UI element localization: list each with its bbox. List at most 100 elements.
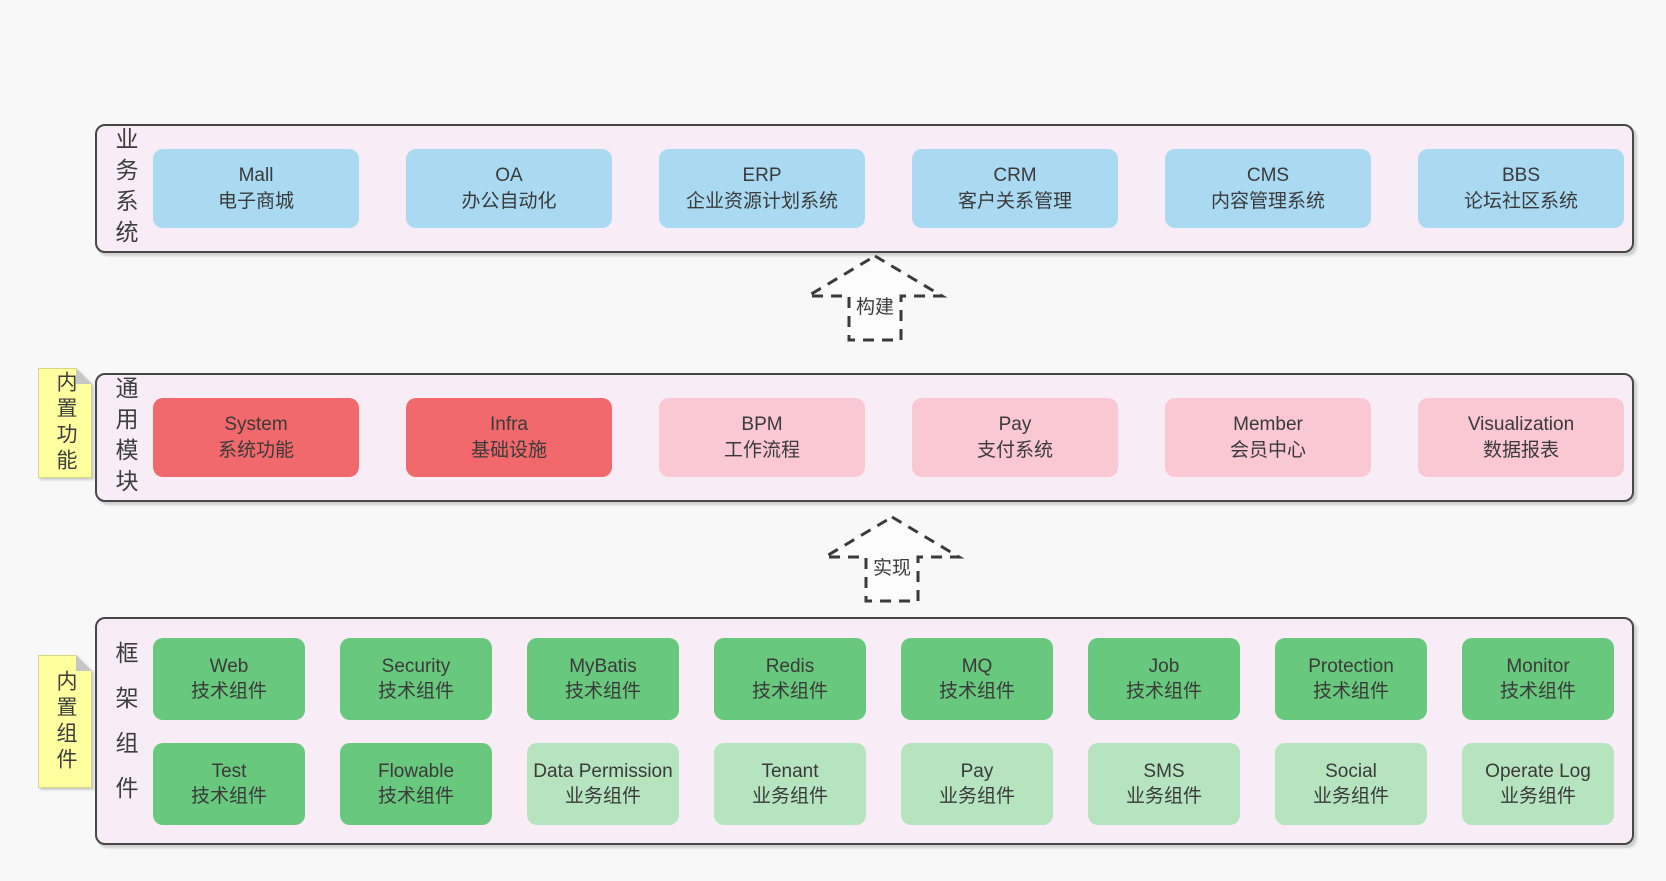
section-label-business: 业务系统 xyxy=(112,126,138,251)
component-name-zh: 系统功能 xyxy=(217,439,294,461)
component-box-member: Member 会员中心 xyxy=(1165,398,1371,477)
component-name-zh: 企业资源计划系统 xyxy=(685,190,838,212)
component-box-bpm: BPM 工作流程 xyxy=(659,398,865,477)
component-name-en: Redis xyxy=(765,655,815,677)
component-name-en: Web xyxy=(209,655,249,677)
component-name-zh: 会员中心 xyxy=(1229,439,1306,461)
component-name-en: MyBatis xyxy=(569,655,637,677)
component-name-zh: 数据报表 xyxy=(1482,439,1559,461)
component-box-job: Job 技术组件 xyxy=(1088,637,1240,720)
component-box-security: Security 技术组件 xyxy=(340,637,492,720)
dashed-up-arrow-icon xyxy=(819,515,965,603)
note-fold-corner-icon xyxy=(76,655,92,671)
component-name-en: Operate Log xyxy=(1485,760,1591,782)
component-box-oa: OA 办公自动化 xyxy=(406,149,612,228)
component-box-mybatis: MyBatis 技术组件 xyxy=(527,637,679,720)
component-name-zh: 办公自动化 xyxy=(461,190,557,212)
component-box-mq: MQ 技术组件 xyxy=(901,637,1053,720)
section-framework-components: 框架组件 Web 技术组件 Security 技术组件 MyBatis 技术组件 Redis… xyxy=(95,617,1634,845)
component-name-zh: 工作流程 xyxy=(723,439,800,461)
component-name-en: Data Permission xyxy=(533,760,673,782)
component-box-test: Test 技术组件 xyxy=(153,742,305,825)
component-name-en: Flowable xyxy=(377,760,455,782)
component-box-cms: CMS 内容管理系统 xyxy=(1165,149,1371,228)
component-name-zh: 业务组件 xyxy=(1499,785,1576,807)
implement-arrow-label: 实现 xyxy=(872,558,911,579)
component-name-en: Pay xyxy=(960,760,994,782)
component-name-zh: 业务组件 xyxy=(1312,785,1389,807)
component-box-infra: Infra 基础设施 xyxy=(406,398,612,477)
component-name-zh: 技术组件 xyxy=(190,680,267,702)
component-box-tenant: Tenant 业务组件 xyxy=(714,742,866,825)
component-box-crm: CRM 客户关系管理 xyxy=(912,149,1118,228)
component-name-zh: 基础设施 xyxy=(470,439,547,461)
component-name-en: OA xyxy=(495,164,523,186)
component-name-en: Member xyxy=(1233,413,1303,435)
component-name-zh: 技术组件 xyxy=(377,785,454,807)
component-name-en: CMS xyxy=(1246,164,1290,186)
component-name-en: Visualization xyxy=(1467,413,1575,435)
component-box-flowable: Flowable 技术组件 xyxy=(340,742,492,825)
component-box-web: Web 技术组件 xyxy=(153,637,305,720)
component-box-operate-log: Operate Log 业务组件 xyxy=(1462,742,1614,825)
component-name-zh: 业务组件 xyxy=(751,785,828,807)
sticky-note-label: 内置组件 xyxy=(38,655,92,788)
component-name-en: Job xyxy=(1148,655,1180,677)
component-name-en: BBS xyxy=(1501,164,1541,186)
component-name-zh: 业务组件 xyxy=(938,785,1015,807)
component-name-zh: 技术组件 xyxy=(190,785,267,807)
component-box-social: Social 业务组件 xyxy=(1275,742,1427,825)
component-name-zh: 技术组件 xyxy=(938,680,1015,702)
component-name-en: System xyxy=(224,413,288,435)
component-name-en: MQ xyxy=(961,655,993,677)
component-name-en: SMS xyxy=(1143,760,1185,782)
component-name-en: Protection xyxy=(1308,655,1394,677)
component-box-visualization: Visualization 数据报表 xyxy=(1418,398,1624,477)
component-name-zh: 技术组件 xyxy=(564,680,641,702)
component-name-zh: 客户关系管理 xyxy=(957,190,1072,212)
sticky-note-builtin-components: 内置组件 xyxy=(38,655,92,788)
component-name-zh: 业务组件 xyxy=(564,785,641,807)
component-name-zh: 支付系统 xyxy=(976,439,1053,461)
component-name-en: Mall xyxy=(238,164,274,186)
component-name-en: CRM xyxy=(993,164,1037,186)
build-arrow-label: 构建 xyxy=(855,297,894,318)
component-box-pay: Pay 业务组件 xyxy=(901,742,1053,825)
component-name-en: Social xyxy=(1325,760,1377,782)
component-box-sms: SMS 业务组件 xyxy=(1088,742,1240,825)
component-name-en: BPM xyxy=(741,413,783,435)
component-name-en: Infra xyxy=(489,413,529,435)
build-arrow: 构建 xyxy=(800,252,950,344)
component-name-zh: 技术组件 xyxy=(1312,680,1389,702)
note-fold-corner-icon xyxy=(76,368,92,384)
component-name-zh: 技术组件 xyxy=(377,680,454,702)
component-name-en: Security xyxy=(381,655,451,677)
component-name-zh: 技术组件 xyxy=(1125,680,1202,702)
dashed-up-arrow-icon xyxy=(802,254,948,342)
component-name-zh: 内容管理系统 xyxy=(1210,190,1325,212)
component-box-system: System 系统功能 xyxy=(153,398,359,477)
sticky-note-builtin-functions: 内置功能 xyxy=(38,368,92,478)
component-name-en: Test xyxy=(211,760,247,782)
component-box-monitor: Monitor 技术组件 xyxy=(1462,637,1614,720)
component-name-en: Monitor xyxy=(1506,655,1570,677)
sticky-note-label: 内置功能 xyxy=(38,368,92,478)
section-label-common: 通用模块 xyxy=(112,375,138,500)
section-label-framework: 框架组件 xyxy=(112,641,138,821)
component-name-en: Tenant xyxy=(761,760,819,782)
component-box-data-permission: Data Permission 业务组件 xyxy=(527,742,679,825)
component-name-zh: 论坛社区系统 xyxy=(1463,190,1578,212)
component-name-zh: 技术组件 xyxy=(1499,680,1576,702)
implement-arrow: 实现 xyxy=(817,513,967,605)
component-name-zh: 业务组件 xyxy=(1125,785,1202,807)
